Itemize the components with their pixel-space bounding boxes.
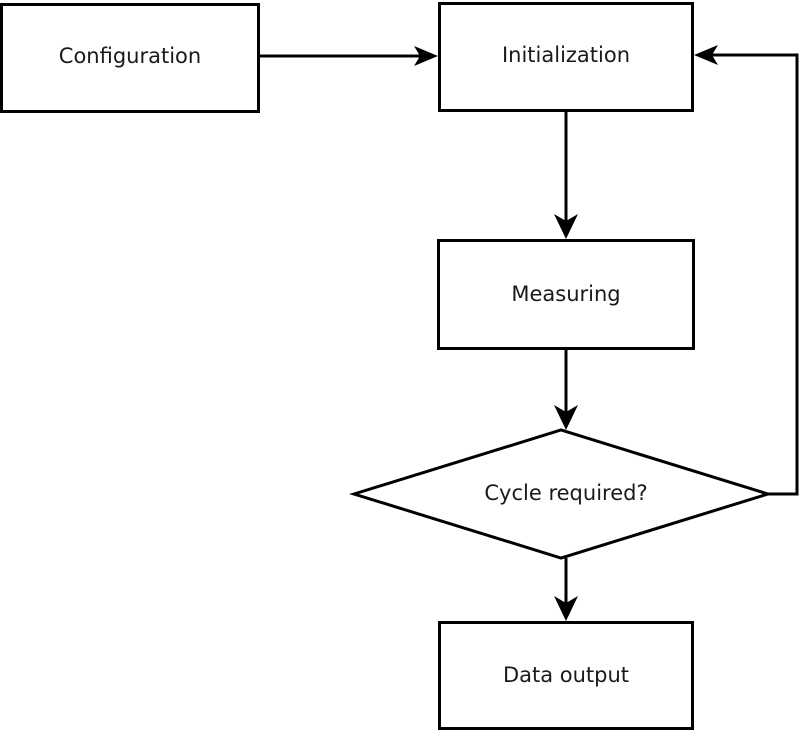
node-cycle-required-shape[interactable] — [348, 428, 774, 560]
edge-init-to-measuring-arrowhead — [554, 214, 578, 239]
edge-measuring-to-cycle-arrowhead — [554, 405, 578, 430]
edge-init-to-measuring — [554, 112, 578, 239]
edge-cycle-to-init-feedback-line — [706, 53, 799, 496]
node-measuring-shape[interactable] — [437, 239, 695, 350]
node-measuring[interactable]: Measuring — [437, 239, 695, 350]
node-data-output[interactable]: Data output — [438, 621, 694, 730]
node-configuration[interactable]: Configuration — [0, 3, 260, 113]
node-cycle-required[interactable]: Cycle required? — [348, 428, 774, 560]
node-data-output-shape[interactable] — [438, 621, 694, 730]
node-initialization[interactable]: Initialization — [438, 2, 694, 112]
node-measuring-label: Measuring — [511, 282, 620, 306]
edge-cycle-to-output-arrowhead — [554, 596, 578, 621]
node-data-output-label: Data output — [503, 663, 629, 687]
edge-cycle-to-output — [554, 558, 578, 621]
node-cycle-required-label: Cycle required? — [484, 481, 647, 505]
edge-cycle-to-init-feedback-arrowhead — [694, 45, 718, 65]
node-initialization-shape[interactable] — [438, 2, 694, 112]
node-configuration-shape[interactable] — [0, 3, 260, 113]
node-configuration-label: Configuration — [59, 44, 201, 68]
edge-cycle-to-init-feedback — [694, 45, 799, 496]
edge-config-to-init — [259, 46, 438, 66]
edge-measuring-to-cycle — [554, 350, 578, 430]
node-initialization-label: Initialization — [502, 43, 630, 67]
edge-config-to-init-arrowhead — [414, 46, 438, 66]
